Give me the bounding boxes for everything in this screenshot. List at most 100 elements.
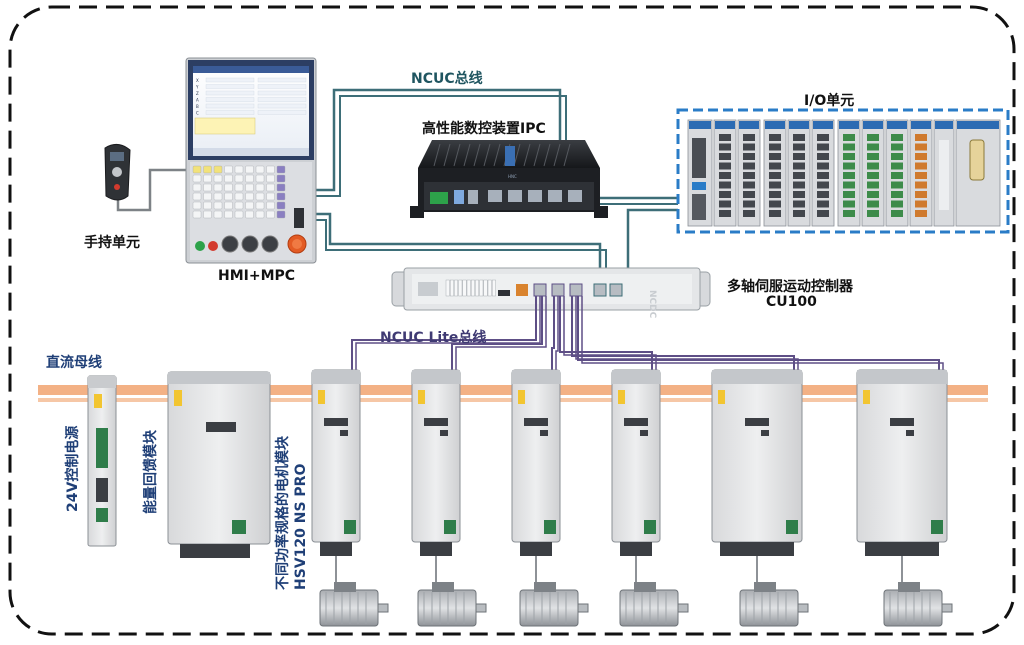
hmi-key	[276, 183, 286, 192]
motor-module-terminal	[344, 520, 356, 534]
cu100-orange-port	[516, 284, 528, 296]
hmi-key	[276, 174, 286, 183]
hmi-axis-value	[205, 77, 255, 83]
hmi-key	[213, 192, 223, 201]
motor-module-display	[524, 418, 548, 426]
ipc-fin	[553, 143, 561, 167]
ipc-device: HNC	[410, 140, 608, 218]
motor-module-warning-label	[863, 390, 870, 404]
handheld-estop	[114, 184, 120, 190]
io-terminal	[769, 191, 781, 198]
ipc-port-1	[454, 190, 464, 204]
hmi-key	[213, 165, 223, 174]
ipc-green-connector	[430, 192, 448, 204]
io-terminal	[743, 181, 755, 189]
io-terminal	[867, 134, 879, 141]
servo-motor	[739, 589, 799, 627]
io-terminal	[915, 181, 927, 189]
io-terminal	[915, 162, 927, 170]
hmi-key	[266, 210, 275, 219]
hmi-label: HMI+MPC	[218, 268, 296, 284]
io-terminal	[843, 191, 855, 198]
motor-modules	[311, 369, 953, 627]
io-terminal	[915, 191, 927, 198]
hmi-key	[266, 183, 275, 192]
hmi-key	[213, 183, 223, 192]
motor-module-button	[906, 430, 914, 436]
hmi-axis-value	[205, 110, 255, 115]
hmi-key	[255, 165, 265, 174]
hmi-key	[224, 183, 233, 192]
servo-motor-shaft	[941, 603, 953, 613]
hmi-red-button	[208, 241, 218, 251]
hmi-key	[224, 210, 233, 219]
hmi-axis-label: Y	[195, 85, 199, 90]
io-unit	[676, 108, 1010, 234]
cu100-terminal	[475, 279, 479, 297]
cu100-terminal	[492, 279, 496, 297]
io-module-header	[689, 121, 711, 129]
io-terminal	[867, 191, 879, 198]
hmi-key	[213, 210, 223, 219]
io-terminal	[817, 143, 829, 151]
servo-motor	[417, 589, 477, 627]
hmi-key	[276, 192, 286, 201]
servo-motor	[619, 589, 679, 627]
cu100-lite-port-3	[569, 283, 583, 297]
ipc-fin	[533, 143, 541, 167]
hmi-key	[276, 201, 286, 210]
io-terminal	[793, 191, 805, 198]
hmi-axis-value	[205, 90, 255, 96]
io-terminal	[817, 191, 829, 198]
hmi-key	[245, 210, 254, 219]
motor-module-top	[512, 370, 560, 384]
io-terminal	[867, 210, 879, 217]
hmi-key	[255, 174, 265, 183]
hmi-key	[234, 183, 244, 192]
io-modules	[687, 119, 1001, 227]
hmi-axis-label: Z	[196, 91, 199, 96]
ncuc-cable-hmi-ipc	[316, 88, 562, 192]
cu100-name-label: 多轴伺服运动控制器	[727, 279, 853, 295]
ipc-port-2	[468, 190, 478, 204]
io-module-header	[715, 121, 735, 129]
io-terminal	[793, 172, 805, 179]
io-terminal	[843, 143, 855, 151]
hmi-axis-label: C	[196, 111, 199, 116]
ipc-panel-text: HNC	[508, 174, 517, 179]
hmi-key	[255, 210, 265, 219]
hmi-green-button	[195, 241, 205, 251]
motor-module-button	[540, 430, 548, 436]
hmi-knob-1	[221, 235, 239, 253]
hmi-axis-label: B	[196, 104, 199, 109]
io-terminal	[743, 210, 755, 217]
io-terminal	[817, 153, 829, 160]
hmi-key	[245, 183, 254, 192]
hmi-keys	[192, 165, 286, 219]
cu100-usb	[498, 290, 510, 296]
hmi-axis-label: X	[196, 78, 199, 83]
io-terminal	[719, 162, 731, 170]
motor-module-display	[324, 418, 348, 426]
ipc-fin	[523, 143, 531, 167]
motor-module-warning-label	[618, 390, 625, 404]
ipc-foot-left	[410, 206, 424, 218]
motor-module-terminal	[786, 520, 798, 534]
psu-terminal-2	[96, 478, 108, 502]
hmi-screen-yellow	[194, 117, 256, 135]
regen-module	[167, 371, 271, 558]
cu100-terminal	[450, 279, 454, 297]
cu100-ncuc-port-1	[593, 283, 607, 297]
servo-motor	[319, 589, 379, 627]
ipc-fin	[543, 143, 551, 167]
hmi-key	[255, 183, 265, 192]
io-terminal	[915, 153, 927, 160]
cu100-terminal	[458, 279, 463, 297]
handheld-cable	[116, 168, 190, 212]
motor-module-button	[761, 430, 769, 436]
hmi-key	[234, 192, 244, 201]
motor-module-warning-label	[718, 390, 725, 404]
io-terminal	[719, 200, 731, 208]
io-terminal	[843, 162, 855, 170]
motor-module-top	[857, 370, 947, 384]
